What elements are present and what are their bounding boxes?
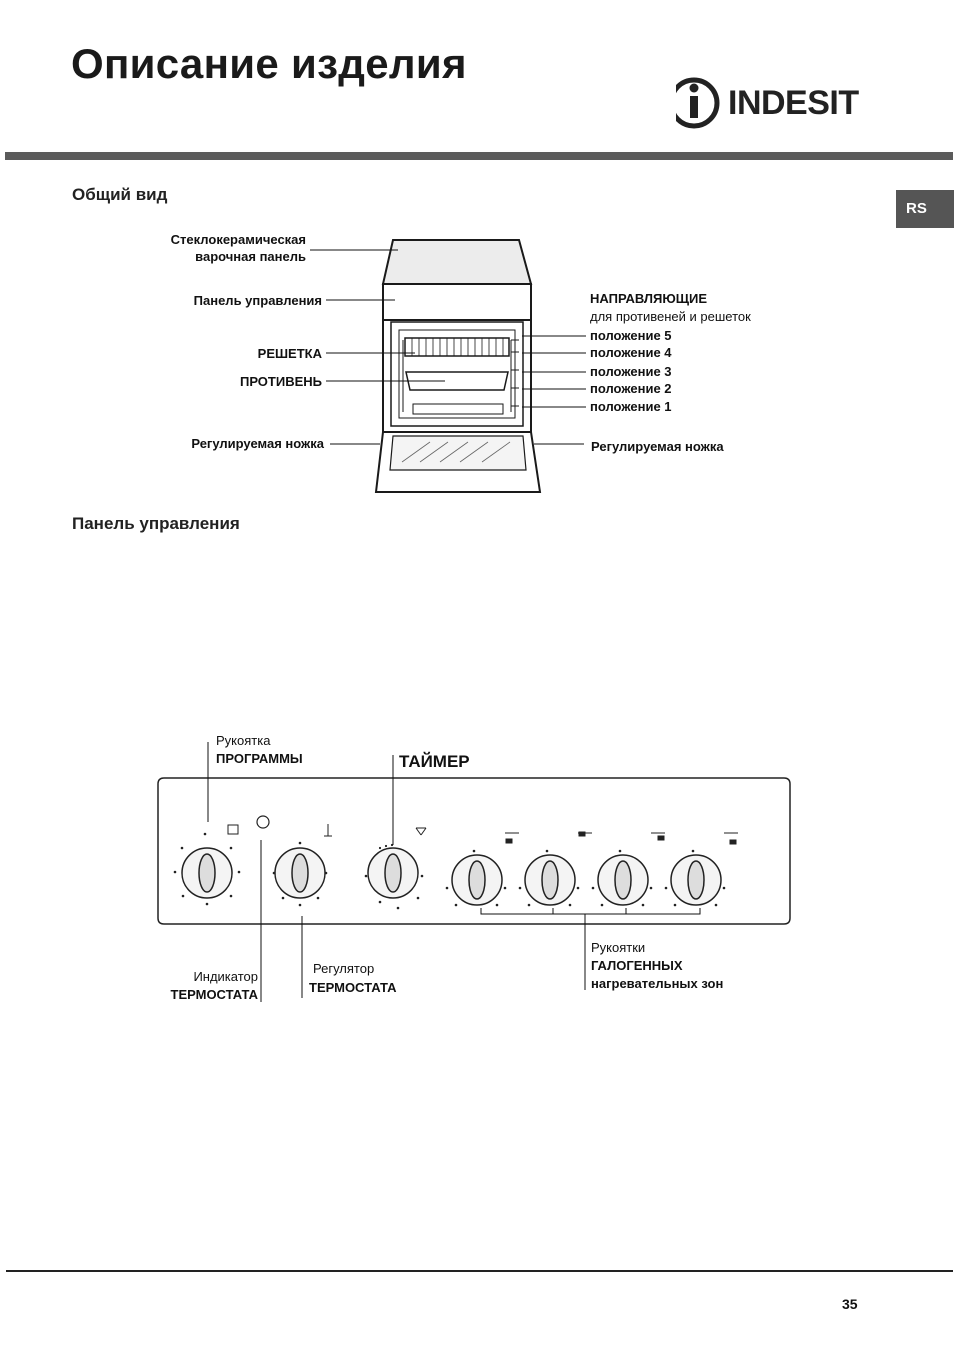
label-program-knob-line2: ПРОГРАММЫ: [216, 751, 303, 766]
label-timer: ТАЙМЕР: [399, 752, 470, 771]
label-position-5: положение 5: [590, 328, 672, 343]
page-number: 35: [842, 1296, 858, 1312]
label-halogen-line3: нагревательных зон: [591, 976, 724, 991]
label-tray: ПРОТИВЕНЬ: [239, 374, 322, 389]
label-regulator-line1: Регулятор: [313, 961, 375, 976]
section-title-control-panel: Панель управления: [72, 514, 240, 533]
footer-divider: [6, 1270, 953, 1272]
brand-wordmark: INDESIT: [728, 84, 859, 122]
label-adjustable-foot-left: Регулируемая ножка: [191, 436, 324, 451]
label-guides-title: НАПРАВЛЯЮЩИЕ: [590, 291, 708, 306]
label-adjustable-foot-right: Регулируемая ножка: [591, 439, 724, 454]
header-divider: [5, 152, 953, 160]
label-rack: РЕШЕТКА: [257, 346, 322, 361]
label-position-4: положение 4: [590, 345, 672, 360]
label-regulator-line2: ТЕРМОСТАТА: [309, 980, 397, 995]
indesit-logo-icon: [668, 72, 720, 134]
label-position-1: положение 1: [590, 399, 672, 414]
label-program-knob-line1: Рукоятка: [216, 733, 271, 748]
label-position-3: положение 3: [590, 364, 672, 379]
label-halogen-line1: Рукоятки: [591, 940, 646, 955]
label-indicator-line2: ТЕРМОСТАТА: [170, 987, 259, 1002]
language-tab: RS: [896, 190, 954, 228]
label-guides-subtitle: для противеней и решеток: [590, 309, 751, 324]
section-title-general: Общий вид: [72, 185, 168, 204]
label-glass-ceramic-line2: варочная панель: [195, 249, 306, 264]
label-glass-ceramic-line1: Стеклокерамическая: [170, 232, 306, 247]
label-indicator-line1: Индикатор: [193, 969, 258, 984]
label-position-2: положение 2: [590, 381, 672, 396]
label-control-panel: Панель управления: [193, 293, 322, 308]
page-title: Описание изделия: [71, 40, 467, 87]
label-halogen-line2: ГАЛОГЕННЫХ: [591, 958, 683, 973]
